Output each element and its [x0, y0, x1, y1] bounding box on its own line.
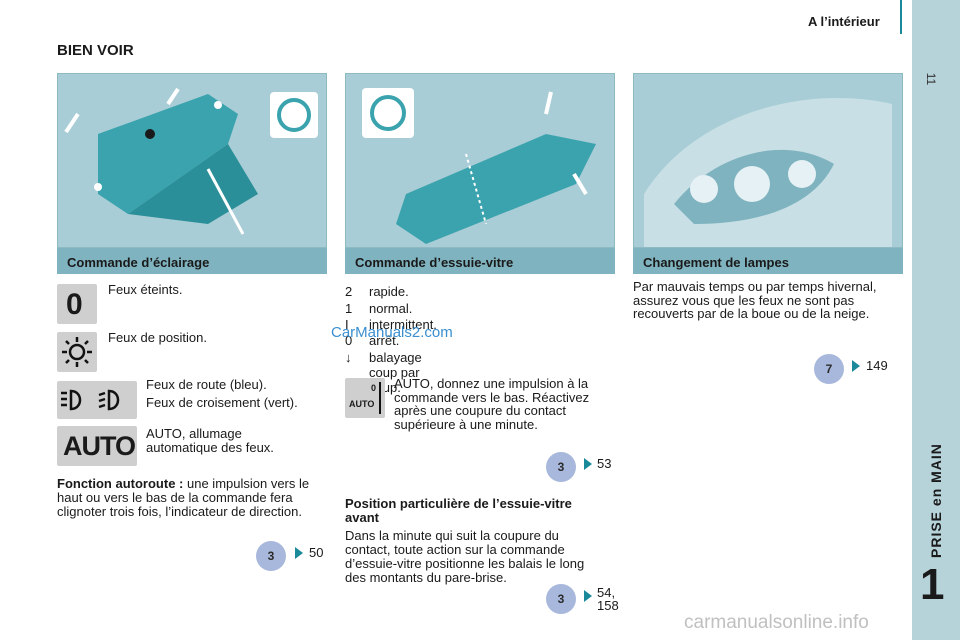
footer-watermark: carmanualsonline.info: [684, 612, 869, 633]
header-title: A l’intérieur: [808, 14, 880, 29]
header-divider: [900, 0, 902, 34]
chapter-ref-badge: 7: [814, 354, 844, 384]
speed-key: 0: [345, 333, 353, 348]
speed-key: 1: [345, 301, 353, 316]
speed-key: 2: [345, 284, 353, 299]
page-number: 11: [924, 72, 939, 86]
beam-lights-icon: [57, 381, 137, 419]
chapter-sidebar: 11 PRISE en MAIN 1: [912, 0, 960, 640]
speed-label: normal.: [369, 301, 413, 316]
ref-arrow-icon: [852, 360, 860, 372]
headlamp-illustration: [633, 73, 903, 248]
position-lights-label: Feux de position.: [108, 330, 208, 345]
ref-arrow-icon: [295, 547, 303, 559]
lighting-caption: Commande d’éclairage: [57, 248, 327, 274]
ref-arrow-icon: [584, 458, 592, 470]
speed-key: ↓: [345, 350, 352, 365]
lighting-stalk-illustration: [57, 73, 327, 248]
wiper-special-title: Position particulière de l’essuie-vitre …: [345, 496, 572, 525]
chapter-ref-badge: 3: [546, 452, 576, 482]
section-title: PRISE en MAIN: [928, 443, 944, 558]
position-lights-icon: [57, 332, 97, 372]
lamp-off-icon: 0: [57, 284, 97, 324]
speed-label: rapide.: [369, 284, 409, 299]
lamps-caption: Changement de lampes: [633, 248, 903, 274]
wiper-auto-text: AUTO, donnez une impulsion à la commande…: [394, 376, 590, 432]
auto-lights-label: AUTO, allumage automatique des feux.: [146, 426, 274, 455]
speed-key: I: [345, 317, 349, 332]
chapter-number: 1: [920, 560, 945, 609]
ref-page[interactable]: 53: [597, 456, 612, 471]
chapter-ref-badge: 3: [256, 541, 286, 571]
ref-page[interactable]: 50: [309, 545, 324, 560]
ref-arrow-icon: [584, 590, 592, 602]
ref-page[interactable]: 158: [597, 598, 619, 613]
lamp-off-label: Feux éteints.: [108, 282, 183, 297]
wiper-auto-icon: 0 AUTO: [345, 378, 385, 418]
ref-page[interactable]: 54,: [597, 585, 616, 600]
site-watermark: CarManuals2.com: [331, 324, 453, 341]
low-beam-label: Feux de croisement (vert).: [146, 395, 298, 410]
speed-label: intermittent.: [369, 317, 437, 332]
wiper-stalk-illustration: [345, 73, 615, 248]
autoroute-title: Fonction autoroute :: [57, 476, 184, 491]
autoroute-paragraph: Fonction autoroute : une impulsion vers …: [57, 477, 322, 519]
ref-page[interactable]: 149: [866, 358, 888, 373]
wiper-caption: Commande d’essuie-vitre: [345, 248, 615, 274]
auto-lights-icon: AUTO: [57, 426, 137, 466]
autoroute-text: une impulsion vers le haut ou vers le ba…: [57, 476, 310, 519]
lamps-text: Par mauvais temps ou par temps hivernal,…: [633, 279, 877, 321]
speed-label: arrêt.: [369, 333, 400, 348]
page-heading: BIEN VOIR: [57, 42, 134, 59]
high-beam-label: Feux de route (bleu).: [146, 377, 267, 392]
chapter-ref-badge: 3: [546, 584, 576, 614]
wiper-special-text: Dans la minute qui suit la coupure du co…: [345, 528, 585, 585]
